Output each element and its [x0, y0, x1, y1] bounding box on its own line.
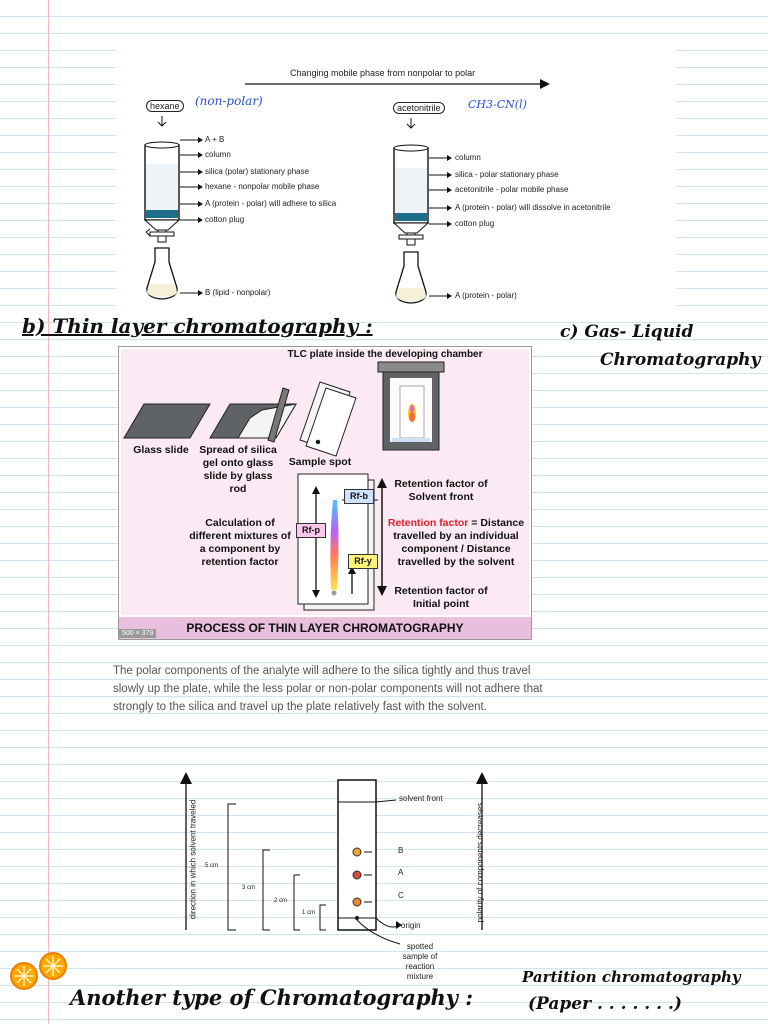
rf-solvent-front-label: Retention factor of Solvent front — [394, 478, 488, 503]
solvent-front-label: solvent front — [399, 794, 443, 803]
distance-2cm: 2 cm — [274, 898, 288, 904]
right-flask-label: A (protein - polar) — [455, 291, 517, 300]
glass-slide-label: Glass slide — [133, 444, 189, 456]
size-badge: 500 × 379 — [119, 629, 157, 638]
distance-5cm: 5 cm — [205, 863, 219, 869]
calculation-label: Calculation of different mixtures of a c… — [189, 517, 291, 568]
mobile-phase-title: Changing mobile phase from nonpolar to p… — [290, 68, 476, 78]
left-label-hexane: hexane - nonpolar mobile phase — [205, 182, 320, 191]
right-label-acetonitrile: acetonitrile - polar mobile phase — [455, 185, 569, 194]
sample-spot-label: Sample spot — [288, 456, 352, 468]
right-label-column: column — [455, 153, 481, 162]
origin-label: origin — [401, 921, 421, 930]
acetonitrile-box: acetonitrile — [393, 102, 445, 114]
right-label-cotton: cotton plug — [455, 219, 495, 228]
notebook-margin-line — [48, 0, 49, 1024]
rf-y-tag: Rf-y — [348, 554, 378, 569]
left-label-protein: A (protein - polar) will adhere to silic… — [205, 199, 337, 208]
left-flask-label: B (lipid - nonpolar) — [205, 288, 271, 297]
left-label-silica: silica (polar) stationary phase — [205, 167, 310, 176]
spot-b-label: B — [398, 846, 404, 855]
partition-note: Partition chromatography — [522, 968, 741, 986]
tlc-heading: b) Thin layer chromatography : — [22, 314, 373, 338]
spot-c-label: C — [398, 891, 404, 900]
gas-liquid-heading-1: c) Gas- Liquid — [560, 322, 694, 342]
left-label-column: column — [205, 150, 231, 159]
gas-liquid-heading-2: Chromatography — [600, 350, 761, 370]
non-polar-note: (non-polar) — [195, 94, 263, 108]
hexane-box: hexane — [146, 100, 184, 112]
rf-b-tag: Rf-b — [344, 489, 374, 504]
tlc-figure-footer: PROCESS OF THIN LAYER CHROMATOGRAPHY — [119, 617, 531, 639]
rf-definition-red: Retention factor — [387, 517, 469, 529]
explanation-paragraph: The polar components of the analyte will… — [113, 665, 543, 713]
right-label-protein: A (protein - polar) will dissolve in ace… — [455, 203, 611, 212]
right-label-silica: silica - polar stationary phase — [455, 170, 559, 179]
spot-a-label: A — [398, 868, 404, 877]
spotted-sample-label: spotted sample of reaction mixture — [402, 942, 438, 981]
distance-1cm: 1 cm — [302, 910, 316, 916]
another-type-note: Another type of Chromatography : — [70, 985, 474, 1010]
paper-note: (Paper . . . . . . .) — [528, 994, 682, 1014]
rf-p-tag: Rf-p — [296, 523, 326, 538]
tlc-top-title: TLC plate inside the developing chamber — [287, 349, 483, 360]
spread-label: Spread of silica gel onto glass slide by… — [199, 444, 277, 495]
rf-definition-rest: = Distance travelled by an individual co… — [393, 517, 525, 568]
distance-3cm: 3 cm — [242, 885, 256, 891]
rf-definition: Retention factor = Distance travelled by… — [384, 517, 528, 569]
left-label-ab: A + B — [205, 135, 225, 144]
ch3cn-note: CH3-CN(l) — [468, 98, 527, 111]
rf-initial-label: Retention factor of Initial point — [394, 585, 488, 610]
left-label-cotton: cotton plug — [205, 215, 245, 224]
